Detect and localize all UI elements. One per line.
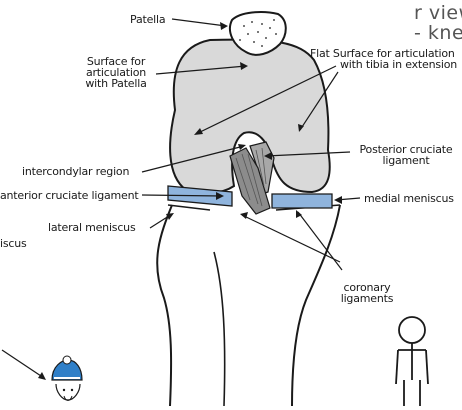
- label-patella: Patella: [130, 14, 165, 25]
- title-fragment-line1: r view: [414, 4, 462, 22]
- label-flat-surface-line2: with tibia in extension: [310, 59, 457, 70]
- tibia-bone: [157, 205, 340, 406]
- medial-meniscus-shape: [272, 194, 332, 208]
- label-anterior-cruciate: anterior cruciate ligament: [0, 190, 139, 201]
- label-left-fragment: iscus: [0, 238, 27, 249]
- title-fragment-line2: - knee: [414, 24, 462, 42]
- label-posterior-cruciate: Posterior cruciate ligament: [350, 144, 462, 166]
- child-doodle-icon: [52, 356, 82, 401]
- label-intercondylar: intercondylar region: [22, 166, 129, 177]
- label-surface-patella-line3: with Patella: [74, 78, 158, 89]
- label-lateral-meniscus: lateral meniscus: [48, 222, 136, 233]
- label-medial-meniscus: medial meniscus: [364, 193, 454, 204]
- tibia-inner-line: [214, 252, 225, 406]
- label-coronary: coronary ligaments: [330, 282, 404, 304]
- label-flat-surface: Flat Surface for articulation with tibia…: [310, 48, 457, 70]
- label-coronary-line2: ligaments: [330, 293, 404, 304]
- label-posterior-cruciate-line2: ligament: [350, 155, 462, 166]
- stick-figure-icon: [396, 317, 428, 406]
- label-surface-patella: Surface for articulation with Patella: [74, 56, 158, 89]
